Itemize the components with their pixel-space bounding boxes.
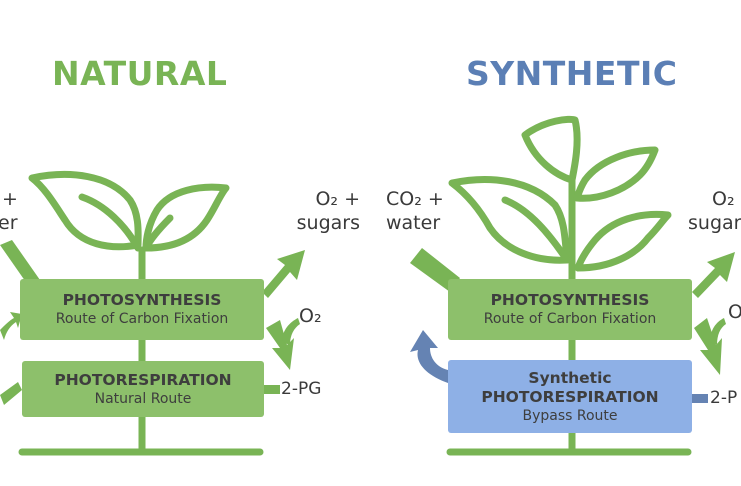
natural-2pg-label: 2-PG: [281, 379, 322, 399]
box-subtitle: Route of Carbon Fixation: [483, 311, 657, 327]
synthetic-o2-label: O: [728, 301, 741, 323]
synthetic-left-leaf-icon: [448, 175, 571, 264]
box-heading-line1: Synthetic: [528, 368, 612, 387]
box-heading: PHOTORESPIRATION: [54, 370, 232, 389]
box-subtitle: Bypass Route: [522, 407, 618, 424]
natural-title: NATURAL: [52, 54, 228, 93]
box-heading: PHOTOSYNTHESIS: [490, 291, 650, 309]
label-line: O₂: [712, 188, 735, 210]
synthetic-2pg-connector: [692, 394, 708, 403]
natural-o2-arrow-icon: [266, 320, 294, 370]
synthetic-output-arrow-icon: [692, 252, 735, 298]
natural-2pg-connector: [264, 385, 280, 394]
natural-photorespiration-box: PHOTORESPIRATION Natural Route: [22, 361, 264, 417]
natural-right-leaf-icon: [142, 183, 230, 252]
natural-output-label: O₂ +sugars: [292, 187, 360, 235]
box-subtitle: Natural Route: [94, 390, 192, 407]
natural-input-label: +er: [0, 187, 18, 235]
label-line: O₂ +: [315, 188, 360, 210]
box-heading-line2: PHOTORESPIRATION: [481, 387, 659, 406]
synthetic-photosynthesis-box: PHOTOSYNTHESIS Route of Carbon Fixation: [448, 279, 692, 340]
synthetic-photorespiration-box: Synthetic PHOTORESPIRATION Bypass Route: [448, 360, 692, 433]
label-line: water: [386, 212, 441, 234]
label-line: sugar: [688, 212, 741, 234]
synthetic-upper-right-leaf-icon: [573, 146, 659, 202]
synthetic-right-leaf-icon: [574, 210, 672, 272]
natural-output-arrow-icon: [262, 250, 305, 298]
synthetic-input-label: CO₂ +water: [386, 187, 444, 235]
natural-recycle-arrow-icon: [0, 312, 22, 340]
synthetic-2pg-label: 2-P: [710, 388, 738, 408]
natural-photosynthesis-box: PHOTOSYNTHESIS Route of Carbon Fixation: [20, 279, 264, 340]
natural-input-arrow: [0, 240, 40, 288]
natural-left-leaf-icon: [28, 170, 142, 251]
label-line: sugars: [296, 212, 360, 234]
synthetic-input-arrow: [410, 248, 460, 292]
box-heading: PHOTOSYNTHESIS: [62, 291, 222, 309]
natural-o2-label: O₂: [299, 305, 322, 327]
synthetic-title: SYNTHETIC: [466, 54, 678, 93]
label-line: +: [2, 188, 18, 210]
synthetic-top-leaf-icon: [521, 115, 581, 184]
synthetic-o2-arrow-icon: [694, 318, 722, 375]
label-line: er: [0, 212, 18, 234]
box-subtitle: Route of Carbon Fixation: [55, 311, 229, 327]
synthetic-bypass-arrow-icon: [410, 330, 448, 383]
label-line: CO₂ +: [386, 188, 444, 210]
